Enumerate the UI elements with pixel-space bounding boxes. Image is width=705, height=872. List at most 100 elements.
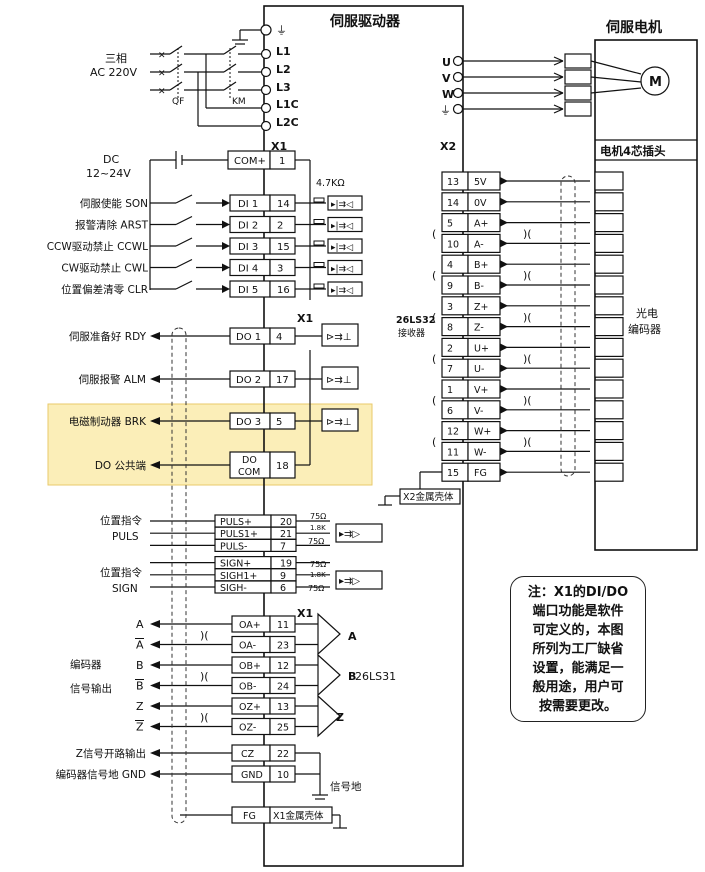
di-switch-3 [175,258,193,269]
x2-name-7: Z- [474,323,484,334]
di-optocoupler-1 [327,216,363,233]
enc-name-0: OA+ [239,620,261,631]
qf-switch-1 [169,63,183,73]
x2-name-box-7 [467,317,501,337]
enc-signal-1: A [136,639,144,652]
pulse-name-3: SIGN+ [220,559,251,570]
r75-label-3: 75Ω [310,560,326,569]
enc-pin-5: 25 [277,723,289,734]
do-com-name-2: COM [238,467,260,478]
encoder-label-2: 编码器 [628,322,661,336]
pulse-pin-4: 9 [280,571,286,582]
motor-circle [640,66,670,96]
di-switch-0 [175,194,193,204]
r75-label-1: 75Ω [310,512,326,521]
resistor-label: 4.7KΩ [316,178,345,189]
motor-symbol: M [649,75,662,90]
encoder-out-label-1: 编码器 [70,658,102,671]
di-arrow-4 [222,285,230,293]
motor-lead-w [590,87,642,94]
signal-ground-label: 信号地 [330,780,362,793]
x2-pin-13: 11 [447,447,459,458]
encoder-pin-box-1 [594,192,624,212]
di-label-2: CCW驱动禁止 CCWL [47,241,148,253]
di-name-2: DI 3 [238,242,258,253]
x2-pin-box-5 [441,275,469,295]
x2-twist-b-4: ( [432,269,436,282]
x2-pin-10: 1 [447,385,453,396]
x2-arrow-11 [500,405,508,414]
pulse-opto-icon-1: ▸⇉▷ [339,576,360,587]
pulse-name-2: PULS- [220,541,247,552]
x2-pin-box-9 [441,358,469,378]
x2-arrow-9 [500,364,508,373]
pulse-pin-1: 21 [280,529,292,540]
dc-label-1: DC [103,153,119,166]
encoder-pin-box-10 [594,379,624,399]
enc-pin-2: 12 [277,661,289,672]
enc-arrow-2 [150,661,160,669]
encoder-pin-box-4 [594,254,624,274]
x2-twist-b-2: ( [432,228,436,241]
motor-outline [594,39,698,551]
motor-title: 伺服电机 [605,19,662,36]
di-optocoupler-4 [327,281,363,297]
x2-name-box-3 [467,233,501,253]
terminal-l3: L3 [276,81,291,94]
di-pin-2: 15 [277,242,290,253]
enc-pin-0: 11 [277,620,289,631]
encoder-pin-box-12 [594,421,624,441]
enc-name-3: OB- [239,682,256,693]
enc-signal-5: Z [136,721,144,734]
x2-arrow-2 [500,218,508,227]
r75-label-2: 75Ω [308,537,324,546]
di-name-1: DI 2 [238,221,258,232]
phase-arrow-b-2 [553,92,564,98]
x2-arrow-4 [500,260,508,269]
enc-arrow-1 [150,640,160,649]
pulse-pin-3: 19 [280,559,292,570]
x2-pin-2: 5 [447,219,453,230]
do-pin-box-2 [269,412,296,430]
terminal-l2c: L2C [276,116,299,129]
pulse-optocoupler-1 [335,570,383,590]
di-switch-2 [175,237,193,247]
enc-signal-3: B [136,680,144,693]
phase-arrow-a-3 [553,104,564,110]
enc-name-4: OZ+ [239,702,261,713]
x2-name-3: A- [474,239,484,250]
enc-signal-0: A [136,618,144,631]
line-driver-a: A [348,630,357,643]
encoder-pin-box-2 [594,213,624,233]
phase-terminal-dot-0 [452,55,464,67]
motor-term-box-3 [564,101,592,117]
x2-twist-b-10: ( [432,394,436,407]
x2-pin-6: 3 [447,302,453,313]
x2-arrow-1 [500,197,508,206]
pe-symbol-icon: ⏚ [276,24,287,37]
power-label-1: 三相 [105,52,127,65]
x2-pin-3: 10 [447,239,459,250]
x2-name-6: Z+ [474,302,488,313]
do-optocoupler-1 [321,366,359,390]
di-pin-3: 3 [277,264,283,275]
pulse-pin-0: 20 [280,517,292,528]
do-opto-icon-1: ⊳⇉⊥ [326,375,351,386]
di-opto-icon-1: ▸|⇉◁ [331,222,353,232]
x2-twist-b-6: ( [432,311,436,324]
power-terminal-dot-1 [260,66,272,78]
di-arrow-0 [222,199,230,207]
com-name: COM+ [234,156,266,167]
x2-pin-box-11 [441,400,469,420]
x2-name-9: U- [474,364,484,375]
encoder-pin-box-5 [594,275,624,295]
x2-name-14: FG [474,468,487,479]
phase-terminal-dot-3 [452,103,464,115]
cz-name: CZ [241,749,255,760]
x2-arrow-10 [500,385,508,393]
x2-pin-box-10 [441,379,469,399]
x2-twist-a-8: )( [523,352,532,365]
encoder-pin-box-14 [594,462,624,482]
